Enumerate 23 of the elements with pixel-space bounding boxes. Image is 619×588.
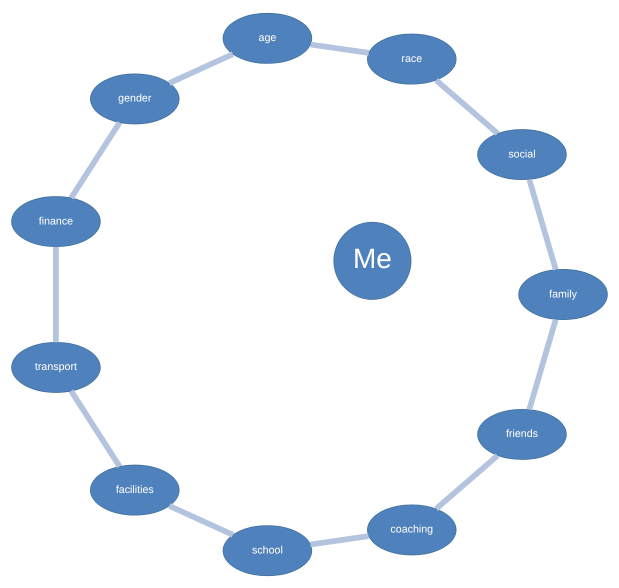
node-ellipse: transport xyxy=(11,341,101,392)
node-ellipse: family xyxy=(518,268,608,320)
connector xyxy=(526,318,558,410)
connector xyxy=(310,532,369,547)
node-ellipse: school xyxy=(222,524,312,576)
node-ellipse: facilities xyxy=(90,464,180,516)
node-ellipse: age xyxy=(222,12,312,64)
connector xyxy=(434,452,500,510)
connector xyxy=(434,78,500,136)
connector xyxy=(68,120,122,199)
connector xyxy=(526,178,559,270)
node-circle: Me xyxy=(333,221,412,300)
node-ellipse: gender xyxy=(90,72,180,124)
connector xyxy=(310,41,370,56)
node-ellipse: race xyxy=(367,33,457,84)
node-ellipse: social xyxy=(477,128,567,180)
connector xyxy=(53,246,59,342)
node-ellipse: friends xyxy=(477,408,567,460)
connector xyxy=(68,388,122,468)
connector xyxy=(168,502,234,538)
connector xyxy=(168,51,234,86)
node-ellipse: coaching xyxy=(367,504,457,555)
node-ellipse: finance xyxy=(11,196,101,247)
